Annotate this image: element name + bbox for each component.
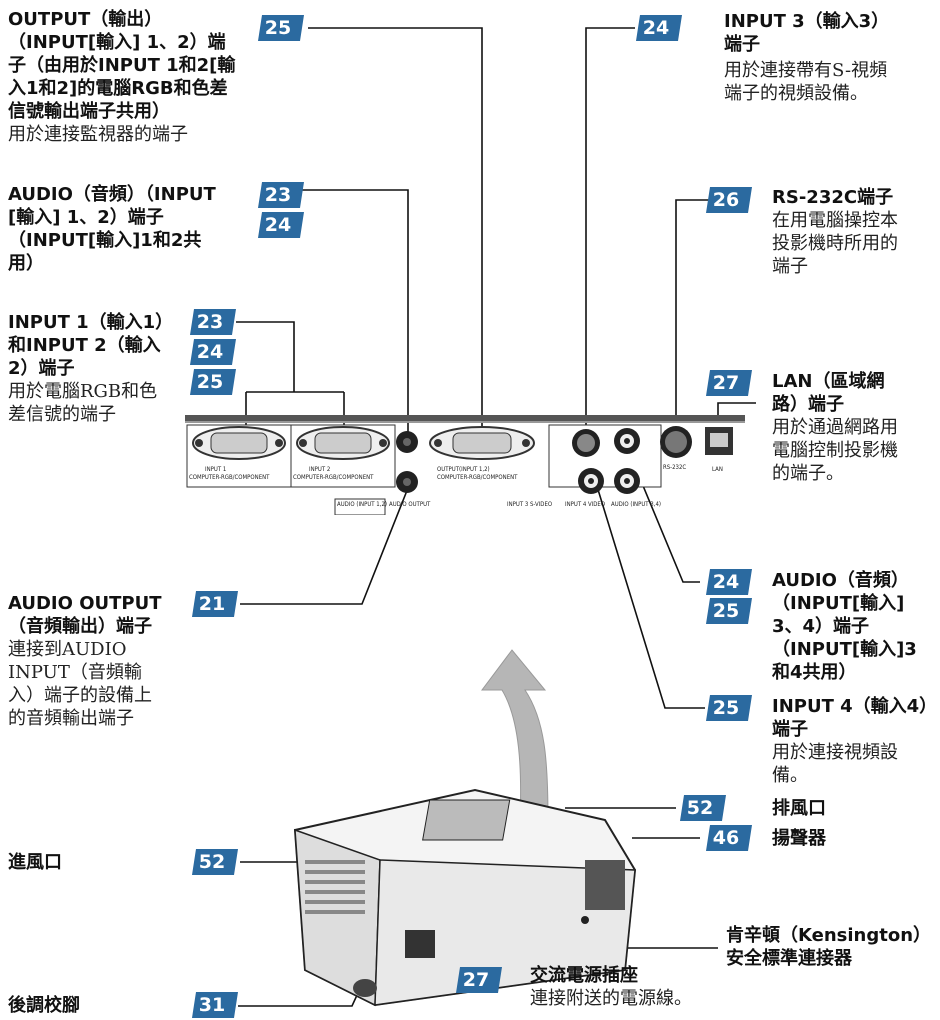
ac-socket-title: 交流電源插座 <box>530 965 638 986</box>
page-ref-badge-speaker[interactable]: 46 <box>706 825 752 851</box>
page-ref-badge-audio-output[interactable]: 21 <box>192 591 238 617</box>
page-ref-badge-input12-c[interactable]: 25 <box>190 369 236 395</box>
page-ref-badge-foot[interactable]: 31 <box>192 992 238 1018</box>
lan-terminal-title: LAN（區域網 路）端子 <box>772 371 885 415</box>
page-ref-badge-intake[interactable]: 52 <box>192 849 238 875</box>
page-ref-badge-audio12-b[interactable]: 24 <box>258 212 304 238</box>
input2-port <box>290 424 396 488</box>
kensington-label: 肯辛頓（Kensington） 安全標準連接器 <box>726 925 932 969</box>
rs232c-terminal-desc: 在用電腦操控本 投影機時所用的 端子 <box>772 210 898 277</box>
rear-panel-illustration: INPUT 1 COMPUTER-RGB/COMPONENT INPUT 2 C… <box>185 415 745 515</box>
page-ref-badge-input4[interactable]: 25 <box>706 695 752 721</box>
panel-comp2-label: COMPUTER-RGB/COMPONENT <box>293 474 374 481</box>
projector-illustration <box>293 788 637 1007</box>
input3-terminal-title: INPUT 3（輸入3） 端子 <box>724 11 890 55</box>
panel-output-label: OUTPUT(INPUT 1,2) <box>437 466 490 473</box>
page-ref-badge-rs232c[interactable]: 26 <box>706 187 752 213</box>
page-ref-badge-input12-b[interactable]: 24 <box>190 339 236 365</box>
audio-output-title: AUDIO OUTPUT （音頻輸出）端子 <box>8 593 162 637</box>
speaker-label: 揚聲器 <box>772 828 826 849</box>
exhaust-vent-label: 排風口 <box>772 798 826 819</box>
panel-input2-label: INPUT 2 <box>309 466 330 473</box>
page-ref-badge-input3[interactable]: 24 <box>636 15 682 41</box>
page-ref-badge-exhaust[interactable]: 52 <box>680 795 726 821</box>
panel-audio-out-label: AUDIO OUTPUT <box>389 501 431 508</box>
page-ref-badge-audio34-a[interactable]: 24 <box>706 569 752 595</box>
page-ref-badge-audio34-b[interactable]: 25 <box>706 598 752 624</box>
panel-comp1-label: COMPUTER-RGB/COMPONENT <box>189 474 270 481</box>
intake-vent-label: 進風口 <box>8 852 62 873</box>
output-terminal-desc: 用於連接監視器的端子 <box>8 124 188 145</box>
panel-rs232c-label: RS-232C <box>663 464 686 471</box>
audio34-terminal-title: AUDIO（音頻） （INPUT[輸入] 3、4）端子 （INPUT[輸入]3 … <box>772 570 917 683</box>
rear-foot-label: 後調校腳 <box>8 995 80 1016</box>
panel-comp3-label: COMPUTER-RGB/COMPONENT <box>437 474 518 481</box>
audio12-terminal-title: AUDIO（音頻）（INPUT [輸入] 1、2）端子 （INPUT[輸入]1和… <box>8 184 216 274</box>
input12-terminal-desc: 用於電腦RGB和色 差信號的端子 <box>8 381 158 425</box>
panel-audio-in34-label: AUDIO (INPUT 3,4) <box>611 501 661 508</box>
input12-terminal-title: INPUT 1（輸入1） 和INPUT 2（輸入 2）端子 <box>8 312 174 379</box>
page-ref-badge-output[interactable]: 25 <box>258 15 304 41</box>
page-ref-badge-ac[interactable]: 27 <box>456 967 502 993</box>
panel-input1-label: INPUT 1 <box>205 466 226 473</box>
page-ref-badge-lan[interactable]: 27 <box>706 370 752 396</box>
panel-lan-label: LAN <box>712 466 723 473</box>
page-ref-badge-input12-a[interactable]: 23 <box>190 309 236 335</box>
output-terminal-title: OUTPUT（輸出） （INPUT[輸入] 1、2）端 子（由用於INPUT 1… <box>8 9 236 122</box>
lan-terminal-desc: 用於通過網路用 電腦控制投影機 的端子。 <box>772 417 898 484</box>
audio-output-desc: 連接到AUDIO INPUT（音頻輸 入）端子的設備上 的音頻輸出端子 <box>8 639 152 729</box>
rs232c-terminal-title: RS-232C端子 <box>772 187 894 208</box>
page-ref-badge-audio12-a[interactable]: 23 <box>258 182 304 208</box>
ac-socket-desc: 連接附送的電源線。 <box>530 988 692 1009</box>
panel-input3-label: INPUT 3 S-VIDEO <box>507 501 552 508</box>
input3-terminal-desc: 用於連接帶有S-視頻 端子的視頻設備。 <box>724 60 888 104</box>
panel-input4-label: INPUT 4 VIDEO <box>565 501 605 508</box>
input4-terminal-desc: 用於連接視頻設 備。 <box>772 742 898 786</box>
panel-audio-in12-label: AUDIO (INPUT 1,2) <box>337 501 387 508</box>
input4-terminal-title: INPUT 4（輸入4） 端子 <box>772 696 938 740</box>
